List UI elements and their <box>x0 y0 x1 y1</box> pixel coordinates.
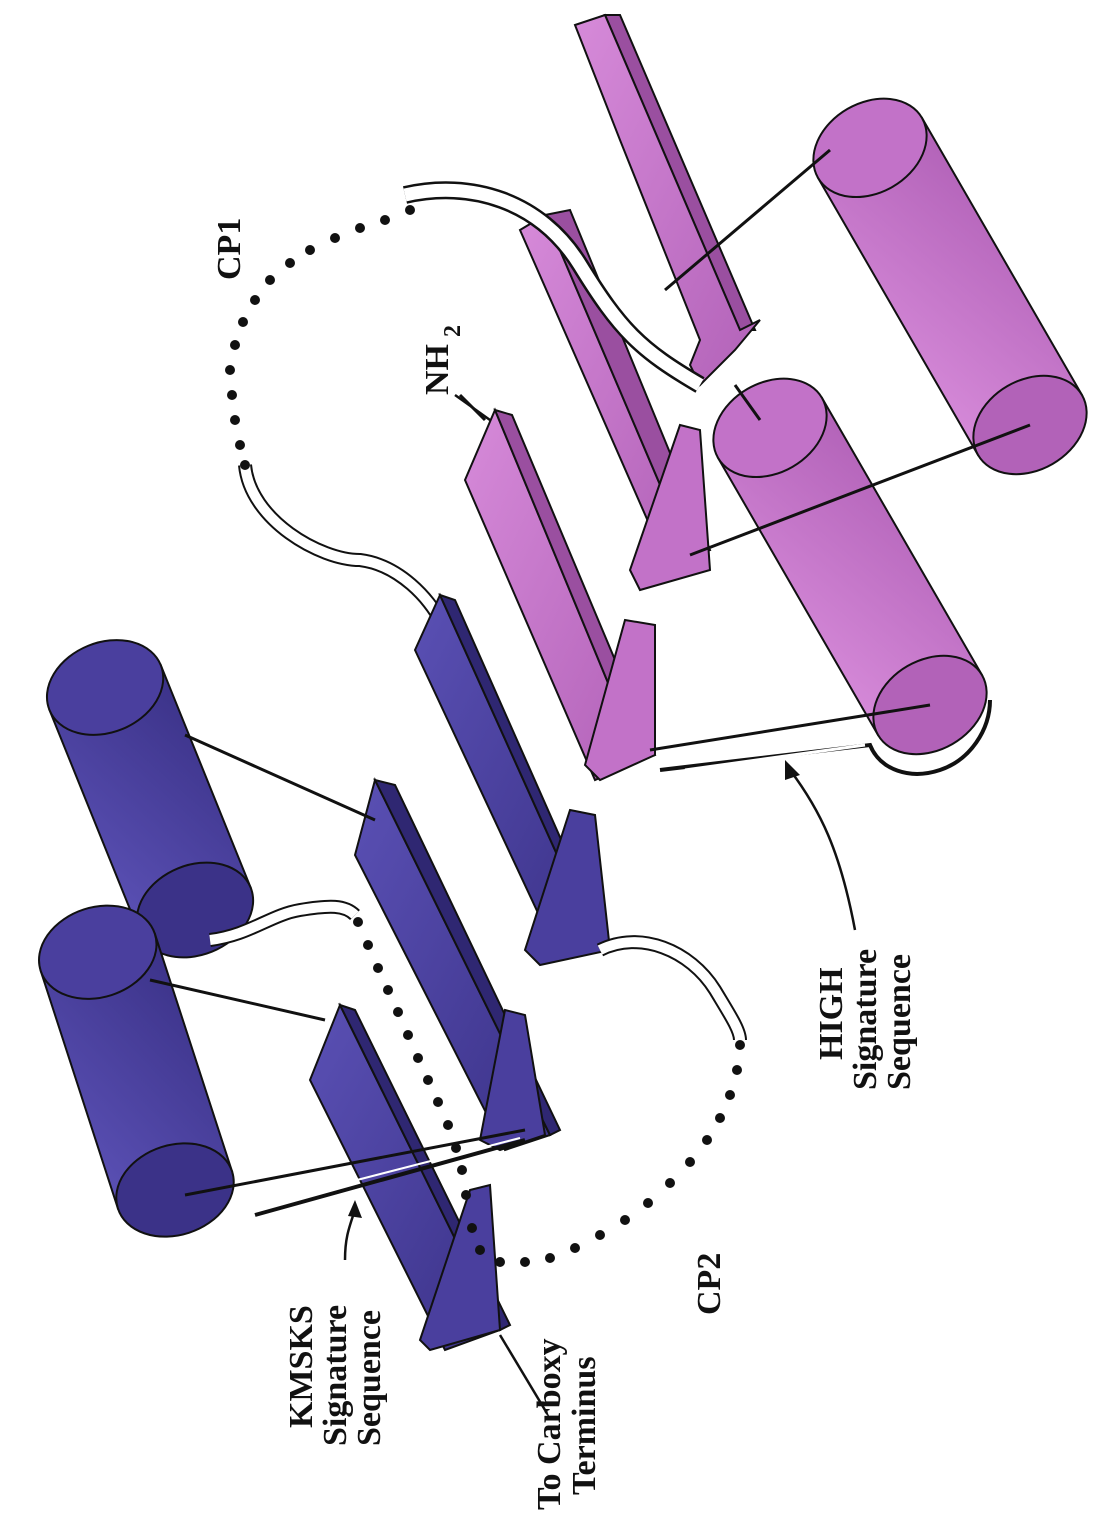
nh2-pointer <box>455 395 490 420</box>
label-kmsks-line3: Sequence <box>351 1310 388 1446</box>
label-carboxy-line1: To Carboxy <box>531 1338 568 1510</box>
label-kmsks: KMSKS Signature Sequence <box>283 1305 388 1446</box>
loop-ribbon-cp1-start <box>245 465 440 620</box>
label-nh2: NH 2 <box>419 325 466 395</box>
label-high: HIGH Signature Sequence <box>813 949 918 1090</box>
label-high-line2: Signature <box>847 949 884 1090</box>
kmsks-arrow <box>345 1200 362 1260</box>
loop-ribbon-cp2-start <box>600 942 740 1040</box>
label-kmsks-line2: Signature <box>317 1305 354 1446</box>
label-carboxy: To Carboxy Terminus <box>531 1338 603 1510</box>
label-high-line3: Sequence <box>881 954 918 1090</box>
cp1-dotted-loop <box>225 205 415 470</box>
high-arrow <box>785 760 855 930</box>
label-carboxy-line2: Terminus <box>566 1356 603 1495</box>
label-nh2-main: NH <box>419 344 456 395</box>
label-cp2: CP2 <box>691 1253 728 1315</box>
label-cp1: CP1 <box>211 218 248 280</box>
label-kmsks-line1: KMSKS <box>283 1305 320 1428</box>
label-high-line1: HIGH <box>813 967 850 1060</box>
label-nh2-sub: 2 <box>440 325 466 337</box>
